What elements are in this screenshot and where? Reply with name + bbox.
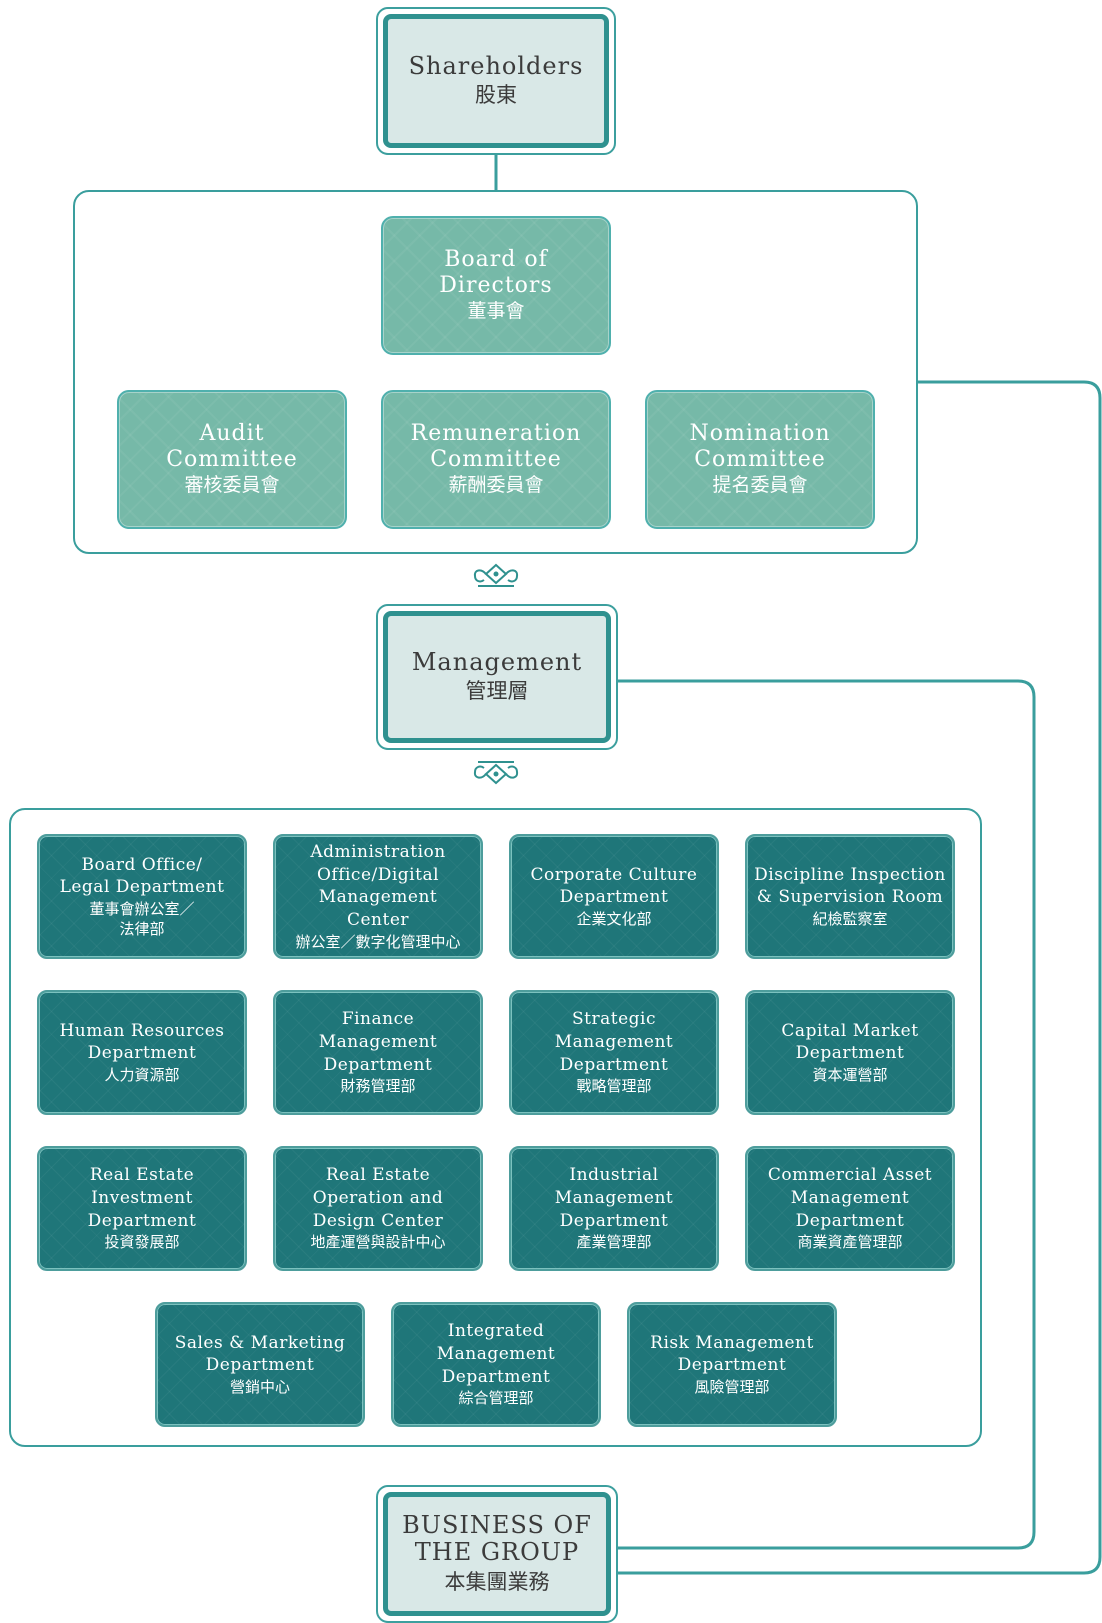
- board-label-zh: 董事會: [467, 300, 525, 323]
- department-label-zh: 綜合管理部: [458, 1389, 534, 1408]
- management-label-zh: 管理層: [465, 679, 529, 704]
- integrated-management-department-node: Integrated Management Department 綜合管理部: [391, 1302, 601, 1427]
- real-estate-operation-design-center-node: Real Estate Operation and Design Center …: [273, 1146, 483, 1271]
- department-label-en: Department: [559, 1210, 669, 1231]
- department-label-en: Management: [318, 887, 438, 908]
- upward-ornament-icon: [473, 563, 519, 587]
- department-label-en: Human Resources: [59, 1020, 225, 1041]
- department-label-zh: 企業文化部: [576, 909, 652, 928]
- corporate-culture-department-node: Corporate Culture Department 企業文化部: [509, 834, 719, 959]
- department-label-zh: 商業資產管理部: [797, 1233, 903, 1252]
- department-label-en: Corporate Culture: [530, 864, 698, 885]
- remuneration-committee-label-en-line1: Remuneration: [410, 421, 582, 447]
- department-label-en: Industrial: [569, 1165, 659, 1186]
- board-office-legal-department-node: Board Office/ Legal Department 董事會辦公室／ 法…: [37, 834, 247, 959]
- remuneration-committee-label-en-line2: Committee: [430, 447, 562, 473]
- audit-committee-label-zh: 審核委員會: [184, 474, 280, 497]
- department-label-en: Office/Digital: [316, 864, 440, 885]
- department-label-en: Legal Department: [59, 877, 225, 898]
- department-label-en: Investment: [91, 1188, 193, 1209]
- discipline-inspection-supervision-room-node: Discipline Inspection & Supervision Room…: [745, 834, 955, 959]
- department-label-en: Department: [559, 887, 669, 908]
- business-label-zh: 本集團業務: [444, 1569, 550, 1594]
- department-label-en: Management: [554, 1032, 674, 1053]
- commercial-asset-management-department-node: Commercial Asset Management Department 商…: [745, 1146, 955, 1271]
- department-label-en: Operation and: [312, 1188, 444, 1209]
- department-label-zh: 財務管理部: [340, 1077, 416, 1096]
- department-label-en: Sales & Marketing: [174, 1332, 346, 1353]
- department-label-en: & Supervision Room: [756, 887, 944, 908]
- department-label-en: Department: [677, 1355, 787, 1376]
- department-label-en: Department: [87, 1210, 197, 1231]
- department-label-zh: 紀檢監察室: [812, 909, 888, 928]
- remuneration-committee-node: Remuneration Committee 薪酬委員會: [381, 390, 611, 529]
- remuneration-committee-label-zh: 薪酬委員會: [448, 474, 544, 497]
- department-label-en: Design Center: [312, 1210, 444, 1231]
- shareholders-label-zh: 股東: [475, 83, 517, 108]
- department-label-en: Commercial Asset: [767, 1165, 933, 1186]
- department-label-en: Management: [790, 1188, 910, 1209]
- department-label-zh: 風險管理部: [694, 1377, 770, 1396]
- board-label-en-line1: Board of: [444, 247, 548, 273]
- management-label-en: Management: [411, 647, 583, 676]
- business-of-the-group-node: BUSINESS OF THE GROUP 本集團業務: [376, 1485, 618, 1623]
- audit-committee-label-en-line1: Audit: [199, 421, 265, 447]
- nomination-committee-label-en-line2: Committee: [694, 447, 826, 473]
- administration-office-digital-management-center-node: Administration Office/Digital Management…: [273, 834, 483, 959]
- department-label-en: Management: [436, 1344, 556, 1365]
- department-label-en: Strategic: [572, 1009, 656, 1030]
- department-label-en: Real Estate: [89, 1165, 195, 1186]
- audit-committee-label-en-line2: Committee: [166, 447, 298, 473]
- department-label-en: Department: [441, 1366, 551, 1387]
- department-label-zh: 戰略管理部: [576, 1077, 652, 1096]
- department-label-en: Administration: [310, 842, 446, 863]
- department-label-en: Department: [559, 1054, 669, 1075]
- industrial-management-department-node: Industrial Management Department 產業管理部: [509, 1146, 719, 1271]
- department-label-zh: 投資發展部: [104, 1233, 180, 1252]
- department-label-en: Department: [87, 1043, 197, 1064]
- department-label-zh: 營銷中心: [229, 1377, 290, 1396]
- business-label-en-line1: BUSINESS OF: [402, 1510, 592, 1539]
- nomination-committee-label-zh: 提名委員會: [712, 474, 808, 497]
- business-label-en-line2: THE GROUP: [414, 1538, 580, 1567]
- department-label-zh: 人力資源部: [104, 1065, 180, 1084]
- shareholders-label-en: Shareholders: [408, 51, 584, 80]
- downward-ornament-icon: [473, 761, 519, 785]
- nomination-committee-label-en-line1: Nomination: [689, 421, 831, 447]
- human-resources-department-node: Human Resources Department 人力資源部: [37, 990, 247, 1115]
- shareholders-node: Shareholders 股東: [376, 7, 616, 155]
- nomination-committee-node: Nomination Committee 提名委員會: [645, 390, 875, 529]
- department-label-en: Discipline Inspection: [754, 864, 946, 885]
- board-label-en-line2: Directors: [439, 273, 553, 299]
- department-label-en: Department: [795, 1043, 905, 1064]
- capital-market-department-node: Capital Market Department 資本運營部: [745, 990, 955, 1115]
- strategic-management-department-node: Strategic Management Department 戰略管理部: [509, 990, 719, 1115]
- department-label-zh: 董事會辦公室／: [89, 899, 195, 918]
- department-label-zh: 產業管理部: [576, 1233, 652, 1252]
- department-label-en: Management: [318, 1032, 438, 1053]
- department-label-en: Integrated: [447, 1321, 545, 1342]
- sales-marketing-department-node: Sales & Marketing Department 營銷中心: [155, 1302, 365, 1427]
- department-label-en: Department: [795, 1210, 905, 1231]
- department-label-en: Center: [346, 909, 410, 930]
- audit-committee-node: Audit Committee 審核委員會: [117, 390, 347, 529]
- management-node: Management 管理層: [376, 604, 618, 750]
- real-estate-investment-department-node: Real Estate Investment Department 投資發展部: [37, 1146, 247, 1271]
- risk-management-department-node: Risk Management Department 風險管理部: [627, 1302, 837, 1427]
- department-label-en: Department: [205, 1355, 315, 1376]
- department-label-en: Capital Market: [781, 1020, 919, 1041]
- department-label-en: Risk Management: [650, 1332, 814, 1353]
- board-of-directors-node: Board of Directors 董事會: [381, 216, 611, 355]
- department-label-zh: 辦公室／數字化管理中心: [295, 932, 461, 951]
- department-label-en: Management: [554, 1188, 674, 1209]
- department-label-en: Real Estate: [325, 1165, 431, 1186]
- department-label-en: Finance: [341, 1009, 415, 1030]
- department-label-zh: 地產運營與設計中心: [310, 1233, 446, 1252]
- finance-management-department-node: Finance Management Department 財務管理部: [273, 990, 483, 1115]
- department-label-en: Department: [323, 1054, 433, 1075]
- department-label-en: Board Office/: [81, 854, 203, 875]
- department-label-zh: 資本運營部: [812, 1065, 888, 1084]
- department-label-zh: 法律部: [119, 920, 165, 939]
